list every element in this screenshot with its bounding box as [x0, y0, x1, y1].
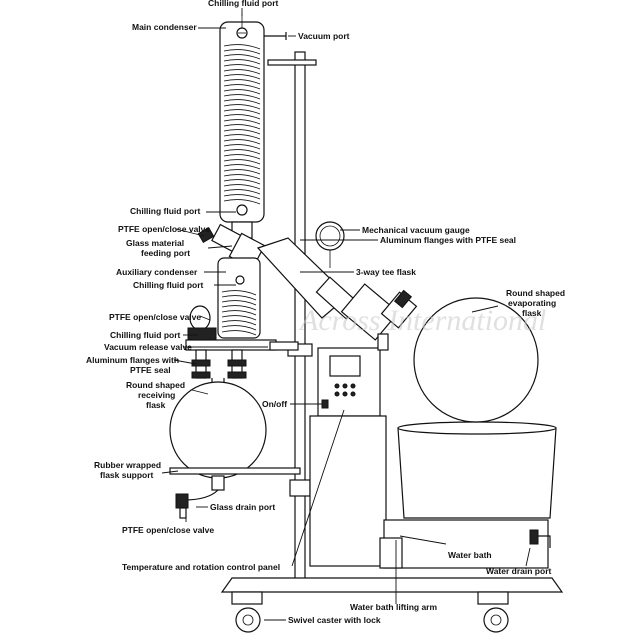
coil-turn: [223, 59, 261, 65]
label-round-evap-line2: evaporating: [508, 298, 556, 308]
coil-turn: [223, 184, 261, 190]
label-ptfe-valve-2: PTFE open/close valve: [109, 312, 201, 322]
aux-condenser-coils: [221, 290, 257, 336]
coil-turn: [223, 114, 261, 120]
aux-coil-turn: [221, 330, 257, 336]
auxiliary-condenser: [217, 257, 261, 339]
aux-coil-turn: [221, 290, 257, 296]
label-ptfe-valve-1: PTFE open/close valve: [118, 224, 210, 234]
aux-coil-turn: [221, 310, 257, 316]
label-chilling-fluid-port-top: Chilling fluid port: [208, 0, 279, 8]
coil-turn: [223, 134, 261, 140]
condenser-coils: [223, 44, 261, 205]
label-control-panel: Temperature and rotation control panel: [122, 562, 280, 572]
coil-turn: [223, 54, 261, 60]
coil-turn: [223, 79, 261, 85]
label-main-condenser: Main condenser: [132, 22, 197, 32]
label-aluminum-flanges-top: Aluminum flanges with PTFE seal: [380, 235, 516, 245]
coil-turn: [223, 89, 261, 95]
coil-turn: [223, 189, 261, 195]
coil-turn: [223, 69, 261, 75]
coil-turn: [223, 84, 261, 90]
coil-turn: [223, 119, 261, 125]
coil-turn: [223, 49, 261, 55]
label-round-recv-line2: receiving: [138, 390, 175, 400]
coil-turn: [223, 164, 261, 170]
watermark: Across International: [298, 304, 546, 337]
label-vacuum-port: Vacuum port: [298, 31, 350, 41]
coil-turn: [223, 64, 261, 70]
label-chilling-fluid-port-aux: Chilling fluid port: [133, 280, 204, 290]
aux-coil-turn: [221, 295, 257, 301]
coil-turn: [223, 139, 261, 145]
aux-coil-turn: [221, 315, 257, 321]
aux-coil-turn: [221, 325, 257, 331]
aux-coil-turn: [221, 305, 257, 311]
labels: Chilling fluid port Main condenser Vacuu…: [86, 0, 565, 625]
main-condenser: [219, 14, 287, 239]
coil-turn: [223, 99, 261, 105]
mechanical-vacuum-gauge: [315, 221, 345, 268]
label-swivel-caster: Swivel caster with lock: [288, 615, 381, 625]
three-way-tee-flask: [256, 237, 418, 341]
label-three-way-tee-flask: 3-way tee flask: [356, 267, 416, 277]
label-round-recv-line3: flask: [146, 400, 166, 410]
label-glass-feeding-port-line2: feeding port: [141, 248, 190, 258]
label-glass-feeding-port-line1: Glass material: [126, 238, 184, 248]
coil-turn: [223, 174, 261, 180]
base-frame: [220, 577, 564, 633]
label-chilling-fluid-port-low: Chilling fluid port: [110, 330, 181, 340]
label-vacuum-release-valve: Vacuum release valve: [104, 342, 192, 352]
coil-turn: [223, 44, 261, 50]
coil-turn: [223, 199, 261, 205]
coil-turn: [223, 144, 261, 150]
control-unit: [309, 333, 389, 567]
coil-turn: [223, 169, 261, 175]
coil-turn: [223, 124, 261, 130]
label-mechanical-vacuum-gauge: Mechanical vacuum gauge: [362, 225, 470, 235]
coil-turn: [223, 109, 261, 115]
label-lifting-arm: Water bath lifting arm: [350, 602, 437, 612]
label-round-evap-line3: flask: [522, 308, 542, 318]
water-bath: [379, 421, 557, 569]
coil-turn: [223, 194, 261, 200]
coil-turn: [223, 74, 261, 80]
leader-lines: [161, 8, 531, 621]
label-ptfe-valve-3: PTFE open/close valve: [122, 525, 214, 535]
label-round-recv-line1: Round shaped: [126, 380, 185, 390]
round-evaporating-flask: [413, 297, 539, 423]
coil-turn: [223, 104, 261, 110]
aux-coil-turn: [221, 300, 257, 306]
coil-turn: [223, 129, 261, 135]
label-chilling-fluid-port-mid: Chilling fluid port: [130, 206, 201, 216]
round-receiving-flask: [169, 381, 301, 519]
label-aluminum-flanges-low-line2: PTFE seal: [130, 365, 171, 375]
coil-turn: [223, 179, 261, 185]
label-aluminum-flanges-low-line1: Aluminum flanges with: [86, 355, 179, 365]
coil-turn: [223, 149, 261, 155]
label-water-bath: Water bath: [448, 550, 492, 560]
label-round-evap-line1: Round shaped: [506, 288, 565, 298]
label-auxiliary-condenser: Auxiliary condenser: [116, 267, 198, 277]
label-rubber-support-line1: Rubber wrapped: [94, 460, 161, 470]
label-water-drain-port: Water drain port: [486, 566, 551, 576]
label-on-off: On/off: [262, 399, 287, 409]
coil-turn: [223, 159, 261, 165]
label-rubber-support-line2: flask support: [100, 470, 154, 480]
label-glass-drain-port: Glass drain port: [210, 502, 275, 512]
coil-turn: [223, 154, 261, 160]
aux-coil-turn: [221, 320, 257, 326]
support-pole: [267, 51, 317, 583]
coil-turn: [223, 94, 261, 100]
